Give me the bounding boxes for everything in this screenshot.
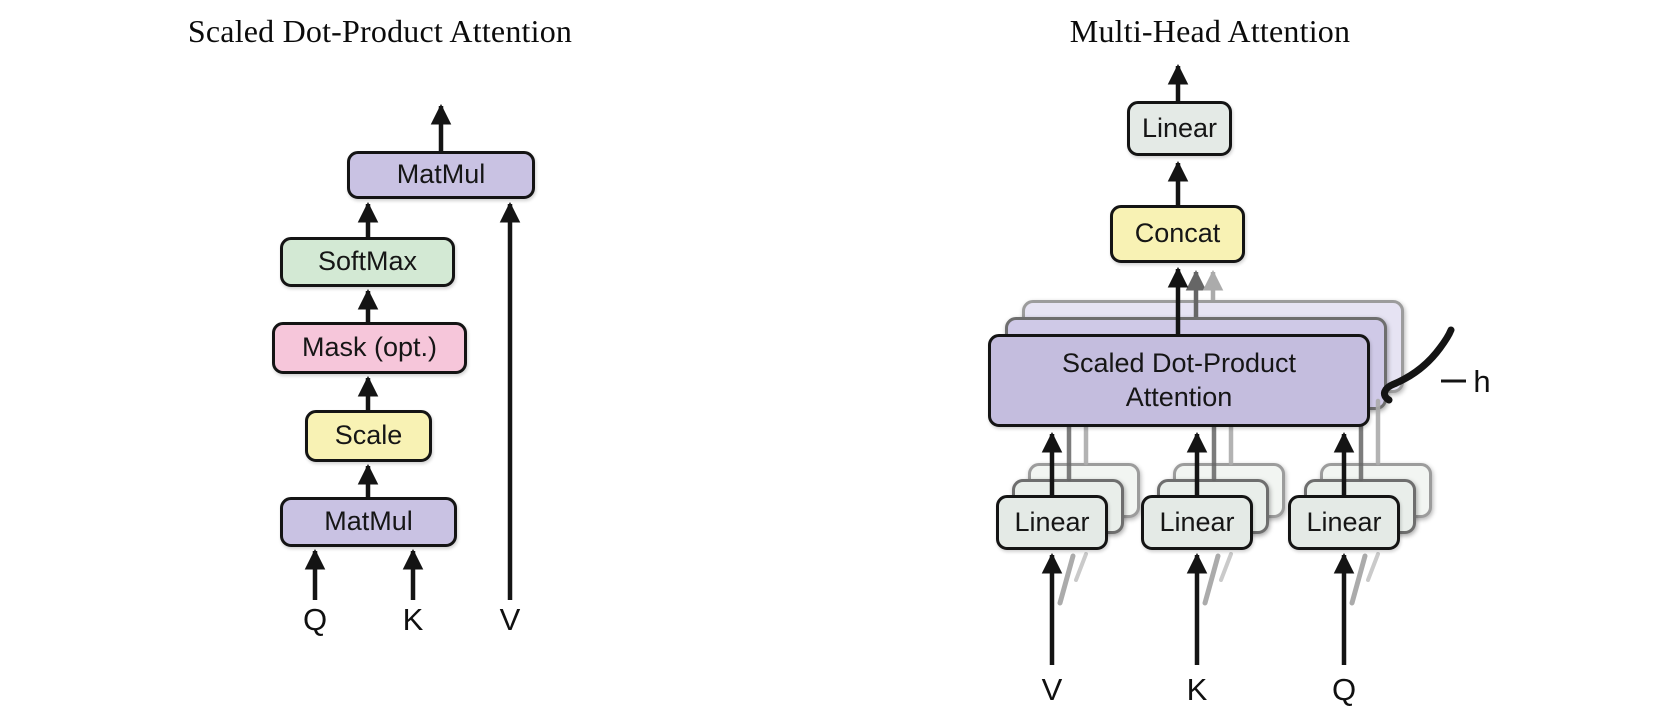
box-scaled-dot-product-attention: Scaled Dot-Product Attention bbox=[988, 334, 1370, 427]
label-head-count: h bbox=[1473, 364, 1491, 399]
label-q-left: Q bbox=[302, 602, 328, 637]
box-matmul-bottom: MatMul bbox=[280, 497, 457, 547]
left-diagram-title: Scaled Dot-Product Attention bbox=[187, 13, 573, 49]
box-concat: Concat bbox=[1110, 205, 1245, 263]
box-linear-k: Linear bbox=[1141, 495, 1253, 550]
label-v-right: V bbox=[1041, 672, 1063, 707]
input-arrow-shadows bbox=[1057, 552, 1380, 606]
box-linear-q: Linear bbox=[1288, 495, 1400, 550]
box-matmul-top: MatMul bbox=[347, 151, 535, 199]
box-linear-output: Linear bbox=[1127, 101, 1232, 156]
box-scale: Scale bbox=[305, 410, 432, 462]
right-diagram-title: Multi-Head Attention bbox=[1069, 13, 1351, 49]
label-k-right: K bbox=[1186, 672, 1208, 707]
label-k-left: K bbox=[402, 602, 424, 637]
box-softmax: SoftMax bbox=[280, 237, 455, 287]
box-linear-v: Linear bbox=[996, 495, 1108, 550]
label-q-right: Q bbox=[1331, 672, 1357, 707]
label-v-left: V bbox=[499, 602, 521, 637]
box-mask: Mask (opt.) bbox=[272, 322, 467, 374]
